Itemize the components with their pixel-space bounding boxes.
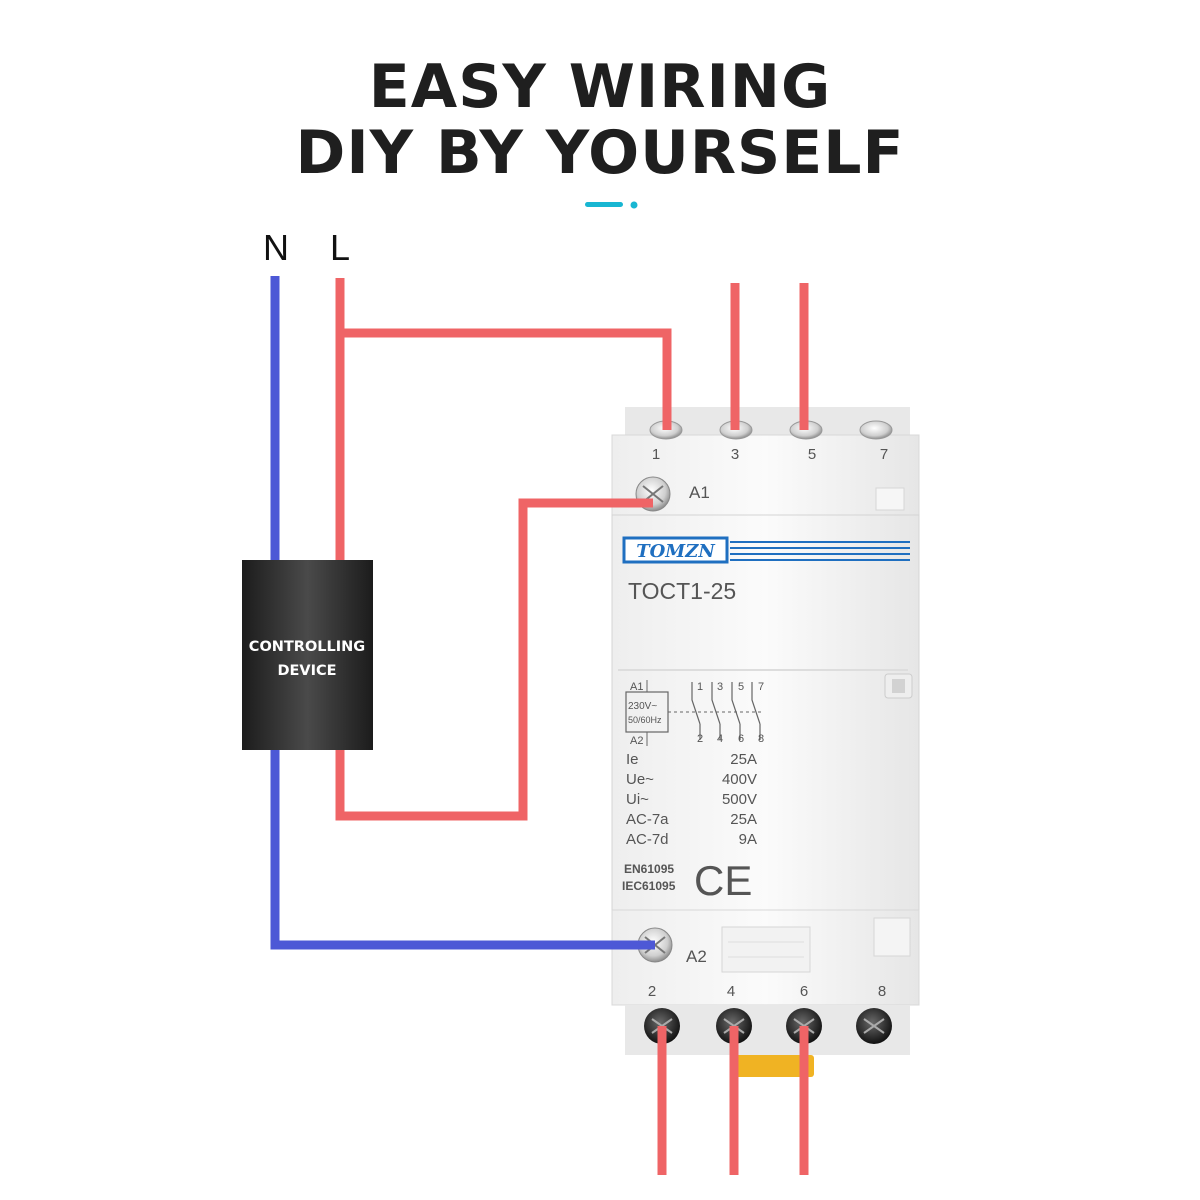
terminal-number: 4 xyxy=(727,983,735,1000)
svg-text:230V~: 230V~ xyxy=(628,701,657,712)
svg-text:50/60Hz: 50/60Hz xyxy=(628,715,662,725)
svg-text:A2: A2 xyxy=(630,735,643,747)
title-line-2: DIY BY YOURSELF xyxy=(295,118,905,188)
terminal-number: 6 xyxy=(800,983,808,1000)
svg-text:5: 5 xyxy=(738,681,744,693)
a1-label: A1 xyxy=(689,483,710,502)
svg-text:3: 3 xyxy=(717,681,723,693)
svg-text:8: 8 xyxy=(758,733,764,745)
terminal-number: 7 xyxy=(880,446,888,463)
title-line-1: EASY WIRING xyxy=(368,52,832,122)
svg-text:Ie: Ie xyxy=(626,751,639,768)
device-label-line2: DEVICE xyxy=(277,663,336,679)
svg-text:TOMZN: TOMZN xyxy=(636,541,716,562)
neutral-label: N xyxy=(263,227,289,268)
svg-text:1: 1 xyxy=(697,681,703,693)
svg-text:6: 6 xyxy=(738,733,744,745)
terminal-number: 8 xyxy=(878,983,886,1000)
title-accent xyxy=(585,201,638,209)
terminal-number: 1 xyxy=(652,446,660,463)
device-label-line1: CONTROLLING xyxy=(249,639,365,655)
svg-text:4: 4 xyxy=(717,733,723,745)
svg-text:7: 7 xyxy=(758,681,764,693)
standard-iec: IEC61095 xyxy=(622,879,676,893)
contactor: 1 3 5 7 A1 TOMZN TOCT1-25 xyxy=(611,407,920,1077)
svg-text:Ue~: Ue~ xyxy=(626,771,654,788)
line-to-terminal-1 xyxy=(340,328,672,430)
a2-label: A2 xyxy=(686,947,707,966)
line-label: L xyxy=(330,227,350,268)
terminal-number: 5 xyxy=(808,446,816,463)
standard-en: EN61095 xyxy=(624,862,674,876)
brand-logo: TOMZN xyxy=(622,536,910,564)
ratings-table: Ie 25A Ue~ 400V Ui~ 500V AC-7a 25A AC-7d… xyxy=(626,751,757,848)
svg-text:AC-7a: AC-7a xyxy=(626,811,669,828)
wires xyxy=(270,276,809,1175)
svg-text:9A: 9A xyxy=(739,831,757,848)
svg-text:2: 2 xyxy=(697,733,703,745)
ce-mark: CE xyxy=(694,857,752,904)
svg-text:25A: 25A xyxy=(730,811,757,828)
terminal-number: 2 xyxy=(648,983,656,1000)
svg-text:Ui~: Ui~ xyxy=(626,791,649,808)
contact-schematic: A1 A2 230V~ 50/60Hz 1 3 5 7 2 4 6 8 xyxy=(625,680,764,747)
svg-text:25A: 25A xyxy=(730,751,757,768)
svg-text:400V: 400V xyxy=(722,771,757,788)
svg-text:AC-7d: AC-7d xyxy=(626,831,669,848)
svg-text:500V: 500V xyxy=(722,791,757,808)
terminal-number: 3 xyxy=(731,446,739,463)
controlling-device: CONTROLLING DEVICE xyxy=(242,560,373,750)
svg-text:A1: A1 xyxy=(630,681,643,693)
din-clip xyxy=(730,1055,814,1077)
control-to-a1-wire xyxy=(335,498,653,821)
model-number: TOCT1-25 xyxy=(628,578,736,604)
neutral-to-a2-wire xyxy=(270,748,655,950)
